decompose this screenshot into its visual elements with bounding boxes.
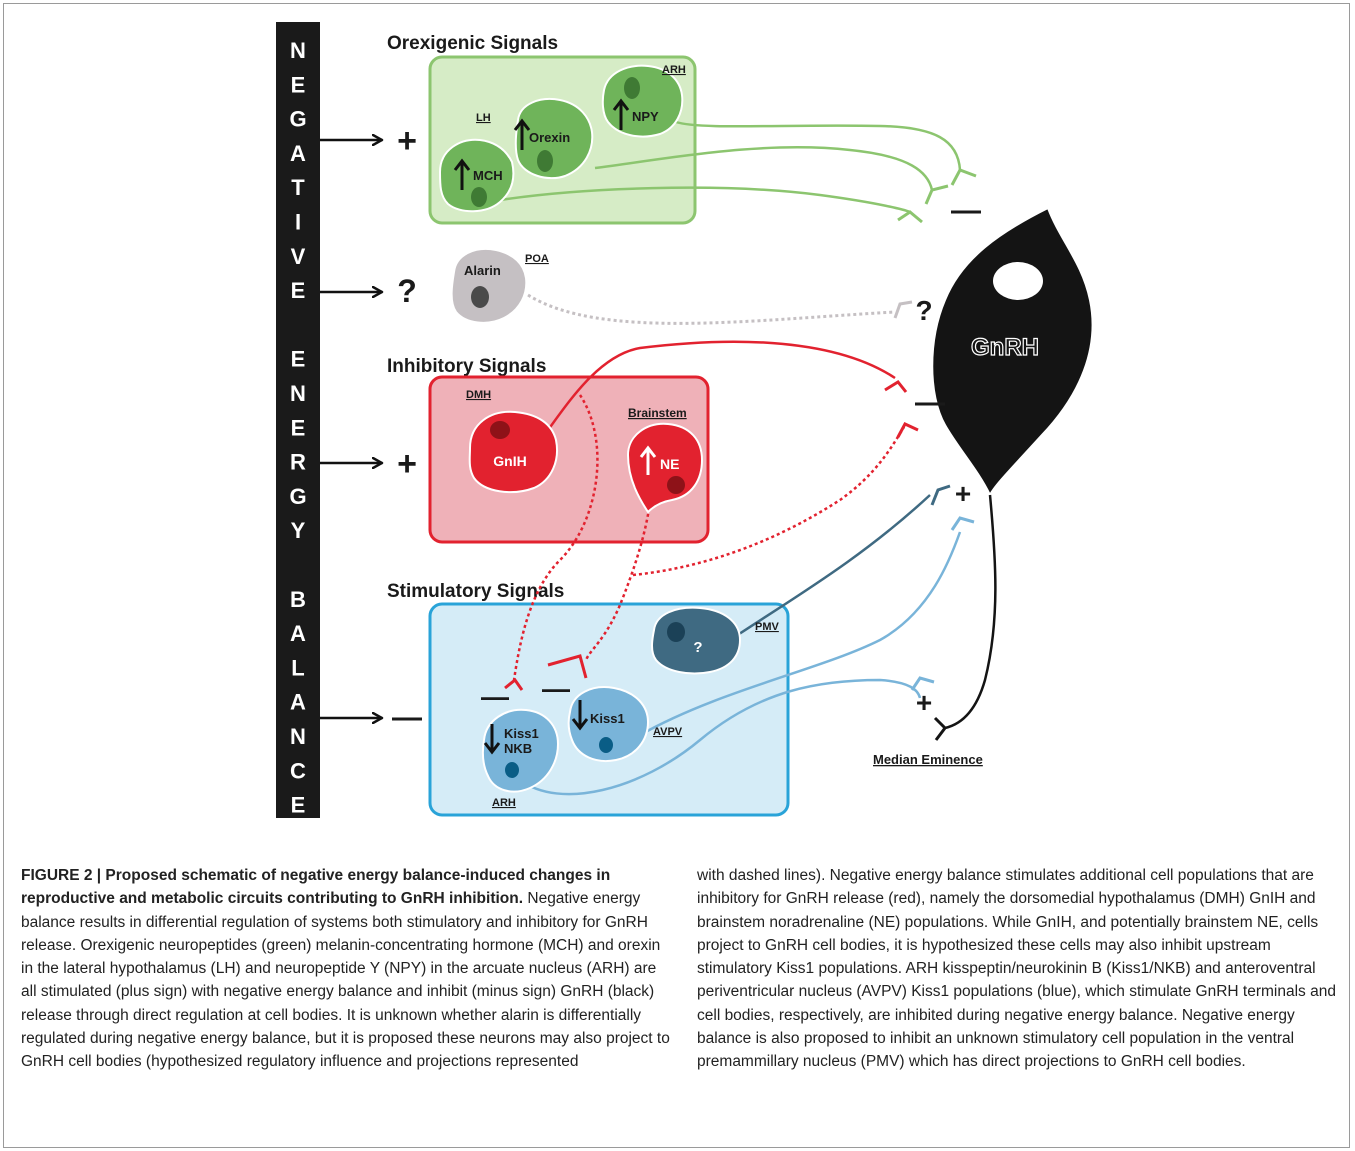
stimulatory-input-sign: — [392, 701, 422, 734]
pmv-label: PMV [755, 621, 780, 633]
kiss-projections [519, 531, 962, 796]
gnrh-cell [931, 206, 1094, 498]
avpv-kiss-cell [567, 686, 650, 762]
gnih-projection [546, 340, 896, 431]
sidebar-letter: I [295, 210, 301, 235]
alarin-projection [527, 293, 896, 325]
inhibitory-to-gnrh-sign: — [915, 386, 945, 419]
sidebar-letter: L [291, 655, 304, 680]
sidebar-letter: G [289, 484, 306, 509]
arh-kiss-cell [481, 708, 560, 793]
inhib-sign-arh: — [481, 681, 509, 712]
sidebar-letter: N [290, 38, 306, 63]
lh-label: LH [476, 112, 491, 124]
orexigenic-input-sign: + [397, 122, 417, 160]
gnrh-terminal [933, 716, 947, 741]
inhibitory-title: Inhibitory Signals [387, 356, 546, 377]
inhibitory-input-sign: + [397, 445, 417, 483]
sidebar-letter: A [290, 141, 306, 166]
mch-cell [438, 138, 515, 213]
caption-left: FIGURE 2 | Proposed schematic of negativ… [21, 864, 671, 1074]
arh-top-label: ARH [662, 64, 686, 76]
inhibitory-dashed-projections [512, 394, 906, 681]
pmv-projection [729, 494, 931, 642]
ne-label: NE [660, 456, 679, 472]
sidebar-letter: V [291, 244, 306, 269]
sidebar-letter: E [291, 347, 306, 372]
up-arrows-green [453, 98, 630, 190]
sidebar-letter: E [291, 278, 306, 303]
gnrh-axon [944, 494, 997, 730]
arh-kiss-label-2: NKB [504, 741, 532, 756]
orexigenic-terminals [897, 168, 977, 224]
pmv-cell [651, 606, 742, 675]
inhib-sign-avpv: — [542, 673, 570, 704]
sidebar-letter: E [291, 415, 306, 440]
dmh-label: DMH [466, 389, 491, 401]
sidebar-letter: N [290, 724, 306, 749]
sidebar-letter: R [290, 450, 306, 475]
avpv-terminal [950, 516, 975, 531]
brainstem-label: Brainstem [628, 406, 687, 420]
orexin-cell [514, 98, 594, 180]
orexigenic-projections [499, 120, 962, 214]
inhib-terminal-arh [504, 677, 524, 691]
sidebar-letter: B [290, 587, 306, 612]
sidebar-letter: E [291, 72, 306, 97]
npy-cell [601, 64, 684, 138]
avpv-label: AVPV [653, 726, 683, 738]
caption-left-text: Negative energy balance results in diffe… [21, 890, 670, 1071]
gnrh-label: GnRH [971, 334, 1039, 361]
figure-frame [3, 3, 1350, 1148]
mch-label: MCH [473, 168, 503, 183]
sidebar-letter: C [290, 758, 306, 783]
sidebar-letter: A [290, 621, 306, 646]
npy-label: NPY [632, 109, 659, 124]
ne-terminal [896, 422, 919, 438]
orexigenic-to-gnrh-sign: — [951, 194, 981, 227]
alarin-terminal [893, 300, 913, 319]
alarin-to-gnrh-sign: ? [915, 295, 932, 326]
ne-cell [626, 422, 704, 514]
sidebar-letter: A [290, 690, 306, 715]
pmv-terminal [930, 484, 951, 506]
gnih-label: GnIH [493, 453, 526, 469]
figure-label: FIGURE 2 | Proposed schematic of negativ… [21, 867, 611, 908]
sidebar-letter: G [289, 107, 306, 132]
gnih-cell [468, 410, 558, 494]
gnih-terminal [884, 380, 908, 393]
arh-kiss-terminal [910, 676, 935, 691]
arh-bottom-label: ARH [492, 797, 516, 809]
arh-to-me-sign: + [916, 687, 932, 718]
sidebar-letter: N [290, 381, 306, 406]
caption-right: with dashed lines). Negative energy bala… [697, 864, 1337, 1074]
orexigenic-title: Orexigenic Signals [387, 33, 558, 54]
pmv-unknown-label: ? [693, 639, 702, 656]
pmv-to-gnrh-sign: + [955, 478, 971, 509]
down-arrows-blue [483, 700, 589, 755]
inhib-terminal-avpv [547, 654, 588, 679]
sidebar-letter: Y [291, 518, 306, 543]
sidebar-letter: T [291, 175, 305, 200]
median-eminence-label: Median Eminence [873, 752, 983, 767]
orexin-label: Orexin [529, 130, 570, 145]
alarin-cell [450, 248, 528, 324]
energy-balance-bar [276, 22, 320, 818]
caption-right-text: with dashed lines). Negative energy bala… [697, 867, 1336, 1071]
stimulatory-title: Stimulatory Signals [387, 581, 564, 602]
avpv-kiss-label: Kiss1 [590, 711, 625, 726]
poa-label: POA [525, 253, 549, 265]
alarin-label: Alarin [464, 263, 501, 278]
ne-up-arrow [639, 445, 657, 475]
sidebar-letter: E [291, 793, 306, 818]
arh-kiss-label-1: Kiss1 [504, 726, 539, 741]
alarin-input-sign: ? [397, 273, 417, 309]
